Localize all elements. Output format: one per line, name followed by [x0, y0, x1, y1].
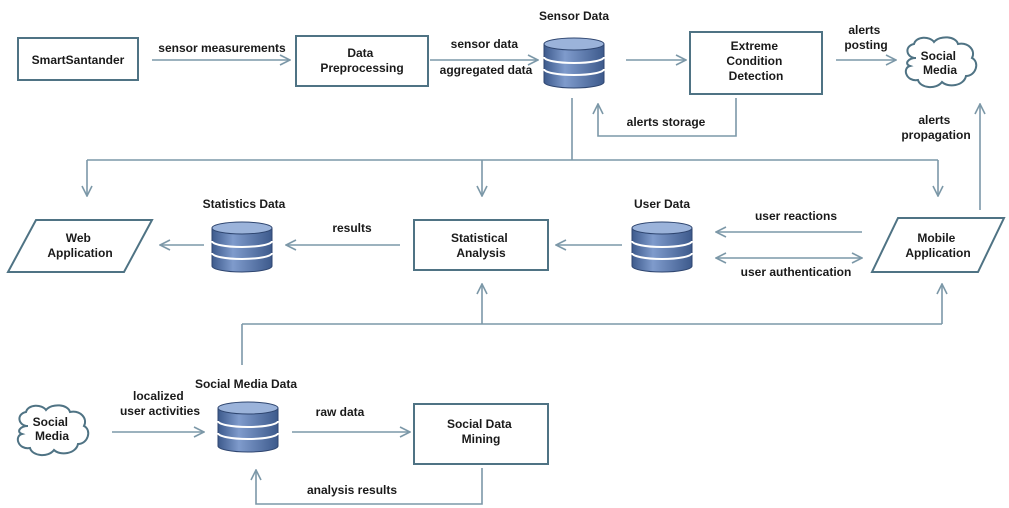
statistical-analysis-label: Statistical Analysis: [451, 231, 511, 260]
data-preprocessing-label: Data Preprocessing: [320, 46, 403, 75]
social-media-bottom-label: Social Media: [33, 415, 72, 443]
edge-label-results: results: [332, 221, 372, 235]
node-social-data-mining: Social Data Mining: [413, 403, 549, 465]
node-smartsantander: SmartSantander: [17, 37, 139, 81]
data-preprocessing-box: [295, 35, 429, 87]
web-application-label: Web Application: [47, 231, 112, 260]
edge-label-raw-data: raw data: [316, 405, 365, 419]
edge-label-alerts-posting: alerts posting: [844, 23, 887, 52]
node-mobile-application: Mobile Application: [870, 217, 1006, 273]
node-statistics-data: Statistics Data: [203, 197, 286, 273]
web-application-shape: [6, 219, 154, 273]
social-media-data-title: Social Media Data: [195, 377, 297, 391]
edge-labels: sensor measurements sensor data aggregat…: [120, 23, 971, 497]
social-data-mining-label: Social Data Mining: [447, 417, 515, 446]
node-extreme-condition-detection: Extreme Condition Detection: [689, 31, 823, 95]
node-social-media-data: Social Media Data: [195, 377, 297, 453]
smartsantander-box: [17, 37, 139, 81]
statistical-analysis-box: [413, 219, 549, 271]
smartsantander-label: SmartSantander: [32, 53, 125, 67]
mobile-application-shape: [870, 217, 1006, 273]
user-data-database-icon: [631, 221, 693, 273]
edge-label-alerts-propagation: alerts propagation: [901, 113, 970, 142]
extreme-condition-detection-box: [689, 31, 823, 95]
connectors: [87, 60, 980, 505]
edge-analysis-results: [256, 468, 483, 505]
edge-label-analysis-results: analysis results: [307, 483, 397, 497]
edge-label-user-reactions: user reactions: [755, 209, 837, 223]
edge-label-user-authentication: user authentication: [741, 265, 852, 279]
mobile-application-label: Mobile Application: [905, 231, 970, 260]
sensor-data-title: Sensor Data: [539, 9, 609, 23]
edge-label-alerts-storage: alerts storage: [627, 115, 706, 129]
sensor-data-database-icon: [543, 37, 605, 89]
user-data-title: User Data: [634, 197, 690, 211]
node-social-media-bottom: Social Media: [16, 404, 90, 457]
node-user-data: User Data: [631, 197, 693, 273]
node-social-media-top: Social Media: [904, 36, 978, 89]
node-data-preprocessing: Data Preprocessing: [295, 35, 429, 87]
statistics-data-database-icon: [211, 221, 273, 273]
social-media-top-label: Social Media: [921, 49, 960, 77]
extreme-condition-detection-label: Extreme Condition Detection: [726, 39, 785, 83]
statistics-data-title: Statistics Data: [203, 197, 286, 211]
edge-label-sensor-measurements: sensor measurements: [158, 41, 286, 55]
social-data-mining-box: [413, 403, 549, 465]
node-web-application: Web Application: [6, 219, 154, 273]
node-statistical-analysis: Statistical Analysis: [413, 219, 549, 271]
edge-label-localized-user-activities: localized user activities: [120, 389, 200, 418]
node-sensor-data: Sensor Data: [539, 9, 609, 89]
social-media-data-database-icon: [217, 401, 279, 453]
edge-label-sensor-data-aggregated: sensor data aggregated data: [440, 37, 533, 77]
edge-alerts-storage: [598, 98, 737, 137]
